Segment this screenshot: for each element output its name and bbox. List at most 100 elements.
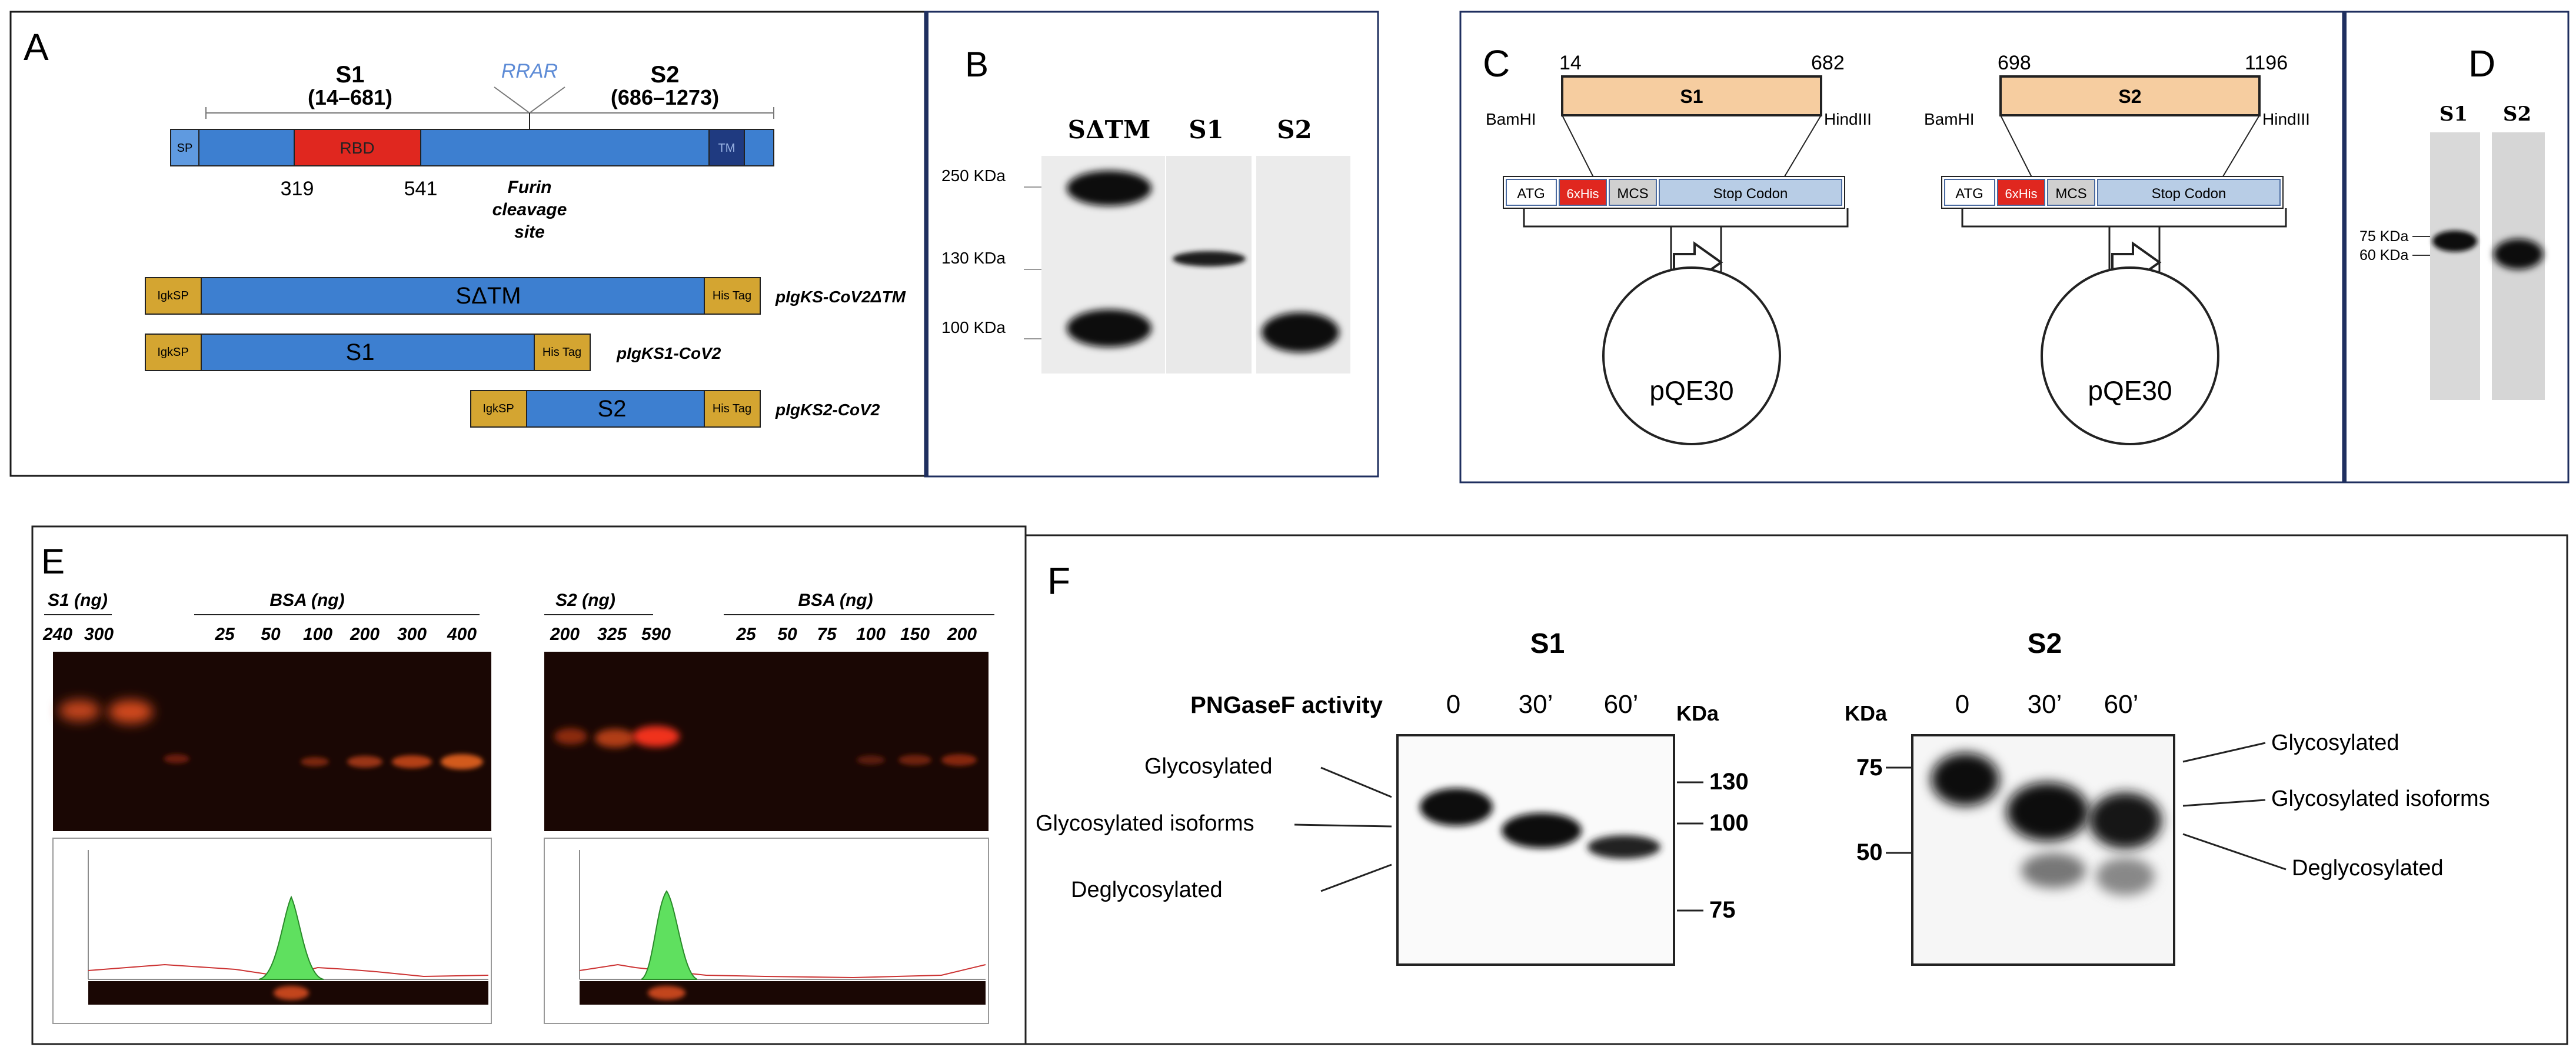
panel-f: F S1 S2 PNGaseF activity 0 30’ 60’ KDa K… — [1024, 534, 2568, 1045]
construct-s-bar — [145, 277, 734, 315]
band-sdtm-250 — [1067, 171, 1151, 206]
furin-label-2: cleavage — [492, 200, 567, 219]
panel-a-letter: A — [24, 26, 49, 68]
f-s1-marker-100: 100 — [1709, 810, 1749, 836]
construct-s1-name: pIgKS1-CoV2 — [616, 344, 721, 362]
f-activity-label: PNGaseF activity — [1190, 692, 1383, 718]
panel-d-letter: D — [2468, 42, 2495, 85]
f-left-label-2: Deglycosylated — [1071, 878, 1223, 902]
c-left-plasmid-label: pQE30 — [1649, 375, 1733, 406]
marker-100: 100 KDa — [941, 318, 1006, 336]
c-right-atg — [1944, 179, 1995, 206]
panel-e-letter: E — [41, 542, 65, 581]
c-right-plasmid — [2041, 266, 2219, 445]
s1-domain-title: S1 — [336, 62, 365, 88]
f-left-label-0: Glycosylated — [1144, 754, 1273, 779]
f-right-label-0: Glycosylated — [2271, 731, 2399, 755]
pos-319: 319 — [281, 178, 314, 200]
panel-f-letter: F — [1047, 560, 1070, 602]
e-left-g2-v5: 400 — [447, 625, 477, 644]
c-left-bracket — [1523, 208, 1849, 228]
f-right-label-2: Deglycosylated — [2292, 856, 2444, 881]
f-s1-band-2 — [1587, 835, 1660, 859]
e-right-plot-peak — [641, 890, 698, 980]
d-lane-s1: S1 — [2439, 102, 2468, 126]
f-left-label-1: Glycosylated isoforms — [1036, 811, 1254, 836]
panel-f-frame — [1024, 534, 2568, 1045]
sp-box — [170, 129, 199, 166]
c-left-hindiii: HindIII — [1824, 110, 1872, 128]
f-s1-marker-75: 75 — [1709, 897, 1736, 923]
tm-label: TM — [718, 142, 735, 155]
panel-d: D S1 S2 75 KDa 60 KDa — [2343, 11, 2570, 484]
c-left-plasmid — [1602, 266, 1781, 445]
c-left-insert-label: S1 — [1680, 86, 1703, 107]
c-right-atg-label: ATG — [1955, 186, 1983, 202]
c-right-mcs-label: MCS — [2055, 186, 2086, 202]
e-right-g2-v0: 25 — [735, 625, 757, 644]
f-s2-kda: KDa — [1845, 701, 1888, 725]
e-left-g2-v1: 50 — [261, 625, 281, 644]
c-right-his-label: 6xHis — [2005, 186, 2037, 201]
f-s1-time-2: 60’ — [1604, 690, 1639, 719]
f-right-label-1: Glycosylated isoforms — [2271, 786, 2490, 811]
c-left-start: 14 — [1559, 52, 1582, 74]
e-left-band-0 — [59, 700, 100, 721]
lane-label-s1: S1 — [1189, 115, 1224, 144]
e-left-plot-peak — [258, 895, 324, 980]
f-right-pointer-2 — [2182, 833, 2287, 871]
f-right-pointer-1 — [2182, 799, 2266, 807]
marker-250: 250 KDa — [941, 166, 1006, 185]
e-right-g1-v2: 590 — [641, 625, 671, 644]
f-s2-time-0: 0 — [1955, 690, 1969, 719]
construct-s-igksp — [145, 277, 202, 315]
e-right-g2-v4: 150 — [900, 625, 930, 644]
construct-s2-igksp — [470, 390, 527, 428]
c-left-line-r — [1782, 115, 1822, 180]
e-left-strip-band — [274, 986, 309, 1000]
panel-c-letter: C — [1483, 42, 1510, 85]
e-left-g2-v2: 100 — [303, 625, 332, 644]
marker-130: 130 KDa — [941, 249, 1006, 267]
f-s1-band-0 — [1420, 788, 1493, 826]
construct-s2-histag — [704, 390, 761, 428]
c-right-line-r — [2221, 115, 2260, 180]
panel-b-letter: B — [965, 45, 989, 84]
d-marker-60: 60 KDa — [2359, 247, 2408, 264]
construct-s1-igksp-label: IgkSP — [157, 346, 188, 359]
f-left-pointer-1 — [1294, 823, 1392, 828]
f-left-pointer-2 — [1320, 863, 1392, 892]
tm-box — [708, 129, 745, 166]
construct-s2-name: pIgKS2-CoV2 — [775, 401, 880, 419]
e-left-band-1 — [108, 700, 153, 723]
panel-c: C 14 682 S1 BamHI HindIII ATG 6xHis MCS … — [1459, 11, 2344, 484]
construct-s1-label: S1 — [346, 339, 375, 365]
band-sdtm-100 — [1067, 309, 1151, 347]
c-right-insert — [1999, 75, 2261, 116]
panel-e: E S1 (ng) 240 300 BSA (ng) 25 50 100 200… — [31, 525, 1027, 1045]
e-right-band-bsa-6 — [941, 754, 977, 766]
rrar-motif: RRAR — [501, 60, 558, 82]
c-right-bamhi: BamHI — [1924, 110, 1975, 128]
c-right-his — [1997, 179, 2045, 206]
f-s2-marker-75: 75 — [1856, 755, 1883, 781]
e-right-plot-strip — [580, 981, 986, 1005]
construct-s-igksp-label: IgkSP — [157, 289, 188, 302]
s1-domain-range: (14–681) — [308, 85, 392, 109]
d-band-s1 — [2432, 231, 2477, 252]
e-left-g1-v1: 300 — [84, 625, 114, 644]
e-right-g2-v3: 100 — [856, 625, 886, 644]
e-right-band-bsa-5 — [898, 755, 931, 765]
f-left-pointer-0 — [1320, 766, 1392, 798]
construct-s1-igksp — [145, 334, 202, 371]
c-left-mcs — [1609, 179, 1657, 206]
f-s1-time-0: 0 — [1446, 690, 1460, 719]
f-s2-time-2: 60’ — [2104, 690, 2139, 719]
f-s2-smear-2 — [2096, 858, 2155, 895]
lane-label-s2: S2 — [1277, 115, 1312, 144]
f-s2-band-1 — [2006, 782, 2089, 841]
c-left-end: 682 — [1811, 52, 1845, 74]
c-right-mcs — [2047, 179, 2095, 206]
d-band-s2 — [2494, 239, 2543, 269]
c-left-line-l — [1562, 115, 1595, 180]
